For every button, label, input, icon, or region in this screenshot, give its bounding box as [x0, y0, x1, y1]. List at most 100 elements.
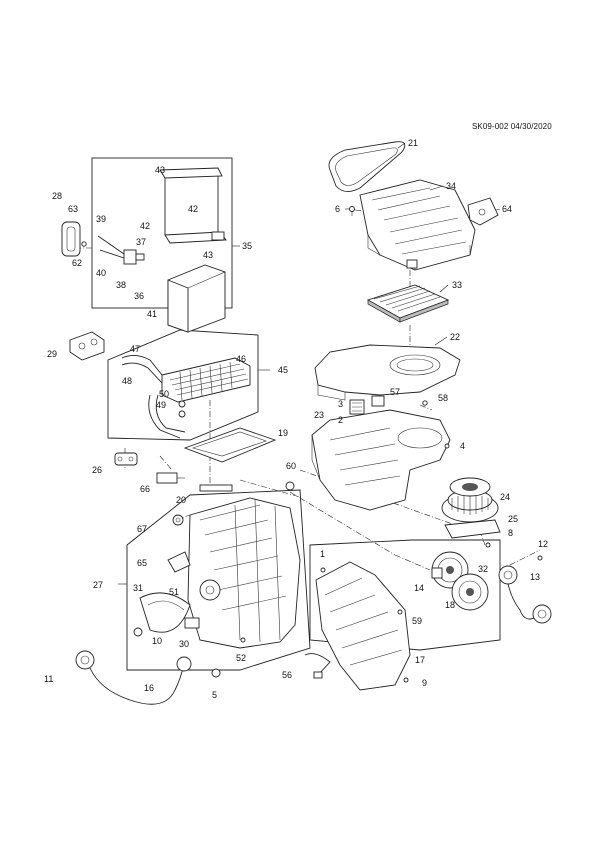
part-31-door — [139, 592, 191, 633]
label-45: 45 — [278, 365, 288, 375]
part-47-48-pipes — [121, 355, 186, 439]
label-38: 38 — [116, 280, 126, 290]
label-10: 10 — [152, 636, 162, 646]
part-1-screw — [320, 567, 326, 573]
label-14: 14 — [414, 583, 424, 593]
label-11: 11 — [44, 674, 53, 684]
label-2: 2 — [338, 415, 343, 425]
label-19: 19 — [278, 428, 288, 438]
label-17: 17 — [415, 655, 425, 665]
part-62-clip — [81, 241, 87, 247]
label-21: 21 — [408, 138, 418, 148]
part-56-harness — [304, 653, 331, 679]
part-25-motor-mount — [444, 519, 501, 539]
group-frame-32 — [309, 539, 501, 651]
label-42-right: 42 — [188, 204, 198, 214]
label-24: 24 — [500, 492, 510, 502]
label-60: 60 — [286, 461, 296, 471]
part-16-harness — [89, 656, 192, 705]
label-42-left: 42 — [140, 221, 150, 231]
label-65: 65 — [137, 558, 147, 568]
label-20: 20 — [176, 495, 186, 505]
part-43-bracket — [159, 167, 227, 244]
callouts: 21 34 6 64 33 22 57 58 3 2 23 4 24 25 8 … — [44, 138, 548, 700]
part-19-seal — [183, 427, 277, 463]
label-31: 31 — [133, 583, 143, 593]
part-30-link — [184, 617, 200, 629]
label-56: 56 — [282, 670, 292, 680]
part-67-grommet — [172, 514, 184, 526]
part-18-gear — [451, 573, 489, 611]
label-22: 22 — [450, 332, 460, 342]
part-60-grommet — [285, 481, 295, 491]
label-43-top: 43 — [155, 165, 165, 175]
part-9-screw — [403, 677, 409, 683]
label-13: 13 — [530, 572, 540, 582]
group-frame-35 — [91, 157, 240, 309]
label-47: 47 — [130, 344, 140, 354]
label-50: 50 — [159, 389, 169, 399]
label-32: 32 — [478, 564, 488, 574]
part-21-seal — [328, 141, 406, 192]
label-48: 48 — [122, 376, 132, 386]
label-4: 4 — [460, 441, 465, 451]
part-22-mid-housing — [314, 344, 461, 401]
diagram-reference-code: SK09-002 04/30/2020 — [472, 122, 552, 131]
label-36: 36 — [134, 291, 144, 301]
part-20-foam — [199, 484, 233, 492]
label-33: 33 — [452, 280, 462, 290]
part-24-blower-motor — [441, 477, 499, 523]
part-4-screw — [444, 443, 450, 449]
label-51: 51 — [169, 587, 179, 597]
label-30: 30 — [179, 639, 189, 649]
part-5-grommet — [211, 668, 221, 678]
part-12-screw — [537, 555, 543, 561]
label-46: 46 — [236, 354, 246, 364]
part-34-upper-housing — [359, 179, 476, 271]
part-33-filter — [366, 284, 450, 323]
label-18: 18 — [445, 600, 455, 610]
label-63: 63 — [68, 204, 78, 214]
label-34: 34 — [446, 181, 456, 191]
label-9: 9 — [422, 678, 427, 688]
label-37: 37 — [136, 237, 146, 247]
label-8: 8 — [508, 528, 513, 538]
part-27-main-case — [187, 497, 301, 649]
part-52-screw — [240, 637, 246, 643]
part-8-screw — [485, 542, 491, 548]
label-67: 67 — [137, 524, 147, 534]
part-3-resistor — [349, 399, 365, 415]
part-49-50-clips — [178, 400, 186, 418]
part-10-actuator — [133, 627, 143, 637]
part-59-screw — [397, 609, 403, 615]
label-27: 27 — [93, 580, 103, 590]
part-63-gasket — [61, 221, 81, 257]
label-58: 58 — [438, 393, 448, 403]
part-26-clip — [114, 452, 138, 466]
part-66-sensor — [156, 472, 185, 484]
part-17-right-case — [315, 561, 411, 691]
label-5: 5 — [212, 690, 217, 700]
label-64: 64 — [502, 204, 512, 214]
part-39-40-pipes — [97, 235, 125, 259]
part-46-heater-core — [161, 357, 251, 403]
part-58-screw — [422, 400, 428, 406]
label-39: 39 — [96, 214, 106, 224]
label-28: 28 — [52, 191, 62, 201]
part-11-actuator — [75, 650, 95, 670]
part-57-connector — [371, 395, 385, 407]
label-26: 26 — [92, 465, 102, 475]
part-6-screw — [349, 206, 355, 216]
label-43-bottom: 43 — [203, 250, 213, 260]
part-37-valve — [123, 249, 145, 265]
label-3: 3 — [338, 399, 343, 409]
label-52: 52 — [236, 653, 246, 663]
label-6: 6 — [335, 204, 340, 214]
group-frame-45 — [107, 329, 270, 441]
label-12: 12 — [538, 539, 548, 549]
label-57: 57 — [390, 387, 400, 397]
part-64-actuator — [467, 197, 499, 226]
label-66: 66 — [140, 484, 150, 494]
